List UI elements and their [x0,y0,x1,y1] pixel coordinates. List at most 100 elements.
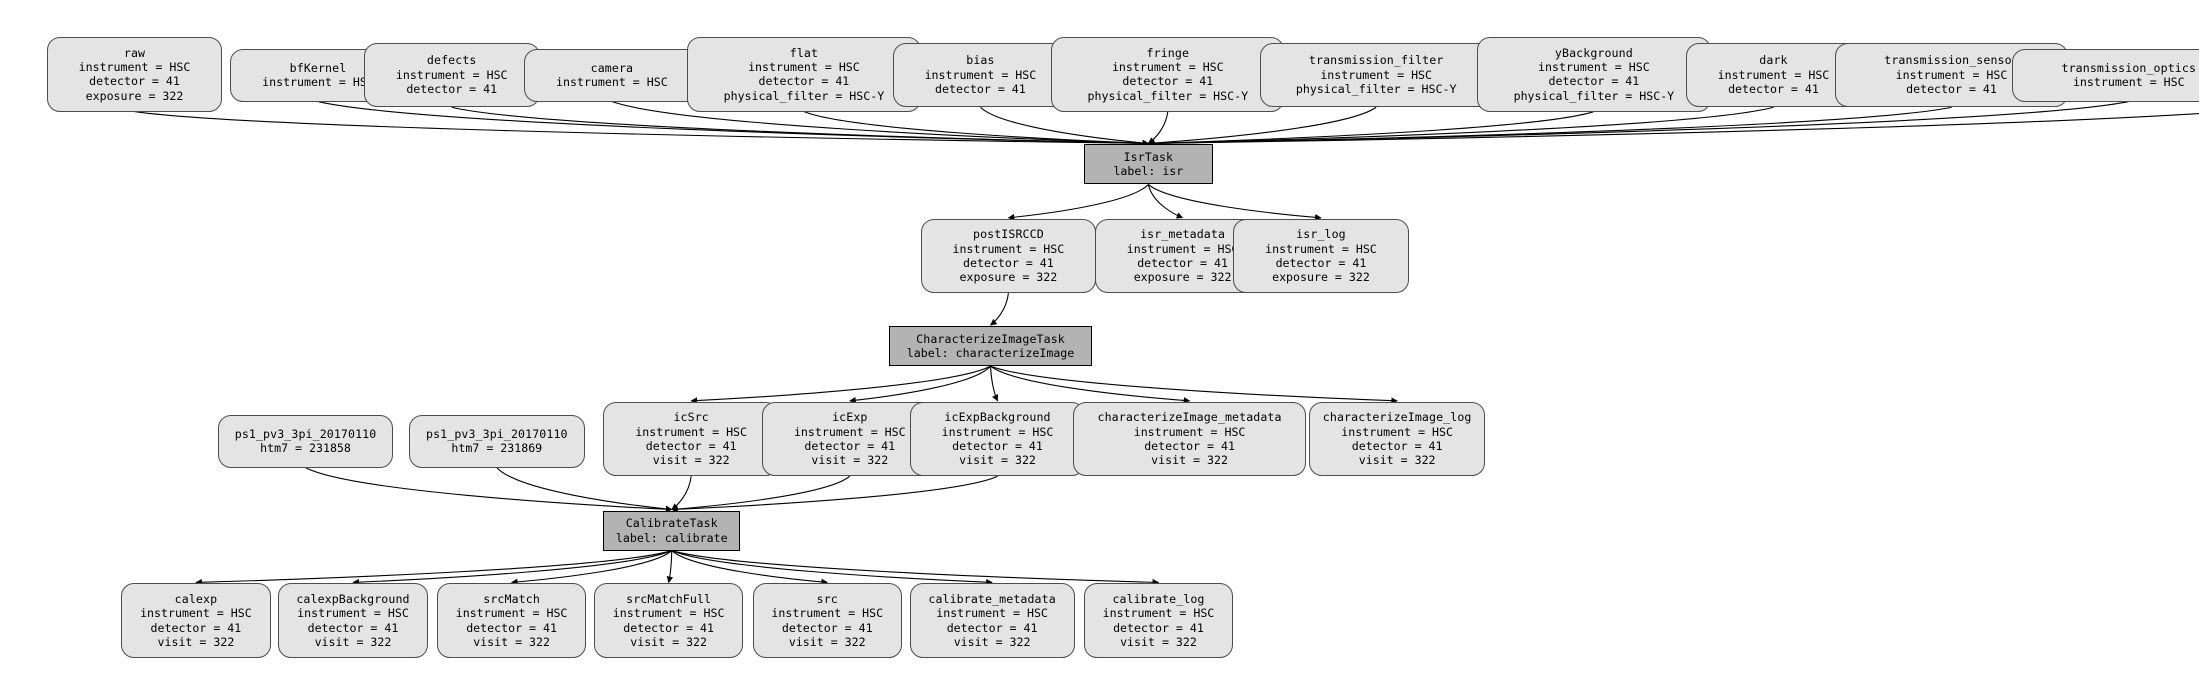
node-text-line: label: isr [1113,164,1184,179]
graph-edge [1147,106,1774,147]
node-text-line: detector = 41 [1275,255,1367,270]
node-text-line: instrument = HSC [924,67,1037,82]
graph-edge [803,111,1150,147]
node-text-line: detector = 41 [1548,74,1640,89]
graph-edge [990,365,1191,404]
graph-edge [671,550,1160,586]
node-text-line: icExp [832,410,868,425]
node-text-line: calexpBackground [296,591,410,606]
node-text-line: detector = 41 [150,620,242,635]
node-text-line: transmission_filter [1308,53,1444,68]
graph-edge [980,106,1150,147]
node-text-line: icSrc [673,410,709,425]
node-text-line: detector = 41 [406,82,498,97]
node-text-line: transmission_optics [2061,60,2197,75]
node-text-line: postISRCCD [972,227,1044,242]
node-text-line: instrument = HSC [556,75,668,90]
node-text-line: detector = 41 [963,255,1054,270]
node-text-line: visit = 322 [652,453,730,468]
node-text-line: CalibrateTask [625,516,718,531]
graph-edge [510,550,673,586]
node-text-line: detector = 41 [1728,82,1819,97]
node-text-line: exposure = 322 [959,270,1058,285]
node-text-line: visit = 322 [953,635,1031,650]
node-text-line: visit = 322 [157,635,235,650]
graph-edge [134,110,1150,147]
graph-edge [671,475,851,513]
node-text-line: visit = 322 [314,635,392,650]
node-text-line: calexp [174,591,218,606]
graph-edge [1147,111,1169,144]
graph-edge [1147,106,1952,147]
node-text-line: IsrTask [1123,150,1174,165]
graph-edge [990,293,1009,326]
node-text-line: detector = 41 [1122,74,1214,89]
node-text-line: physical_filter = HSC-Y [1513,88,1675,103]
node-text-line: detector = 41 [645,439,737,453]
node-text-line: htm7 = 231869 [451,441,543,456]
node-text-line: instrument = HSC [936,606,1048,621]
node-text-line: visit = 322 [1151,453,1228,468]
node-text-line: instrument = HSC [1320,67,1433,82]
node-text-line: instrument = HSC [1341,424,1453,439]
node-text-line: isr_log [1296,227,1346,242]
node-text-line: ps1_pv3_3pi_20170110 [426,426,568,441]
graph-edge [671,476,692,510]
node-text-line: instrument = HSC [771,606,884,621]
node-text-line: dark [1759,53,1788,68]
node-text-line: defects [426,53,477,68]
node-text-line: yBackground [1554,45,1633,60]
node-text-line: instrument = HSC [748,59,860,74]
graph-edge [671,550,993,586]
graph-edge [1148,184,1322,221]
node-text-line: camera [590,60,634,75]
node-text-line: detector = 41 [1144,439,1235,453]
node-text-line: instrument = HSC [297,606,409,621]
node-text-line: instrument = HSC [455,606,568,621]
node-text-line: instrument = HSC [793,424,906,439]
node-text-line: physical_filter = HSC-Y [1087,88,1249,103]
graph-edge [666,550,674,584]
node-text-line: detector = 41 [758,74,850,89]
node-text-line: instrument = HSC [395,67,508,82]
node-text-line: ps1_pv3_3pi_20170110 [234,426,377,441]
node-text-line: srcMatch [483,591,540,606]
node-text-line: detector = 41 [1906,82,1997,97]
node-text-line: label: characterizeImage [906,346,1075,361]
node-text-line: raw [123,45,146,60]
node-text-line: instrument = HSC [1111,59,1224,74]
node-text-line: exposure = 322 [1272,270,1370,285]
node-text-line: instrument = HSC [941,424,1054,439]
node-text-line: src [816,591,838,606]
node-text-line: detector = 41 [89,74,180,89]
